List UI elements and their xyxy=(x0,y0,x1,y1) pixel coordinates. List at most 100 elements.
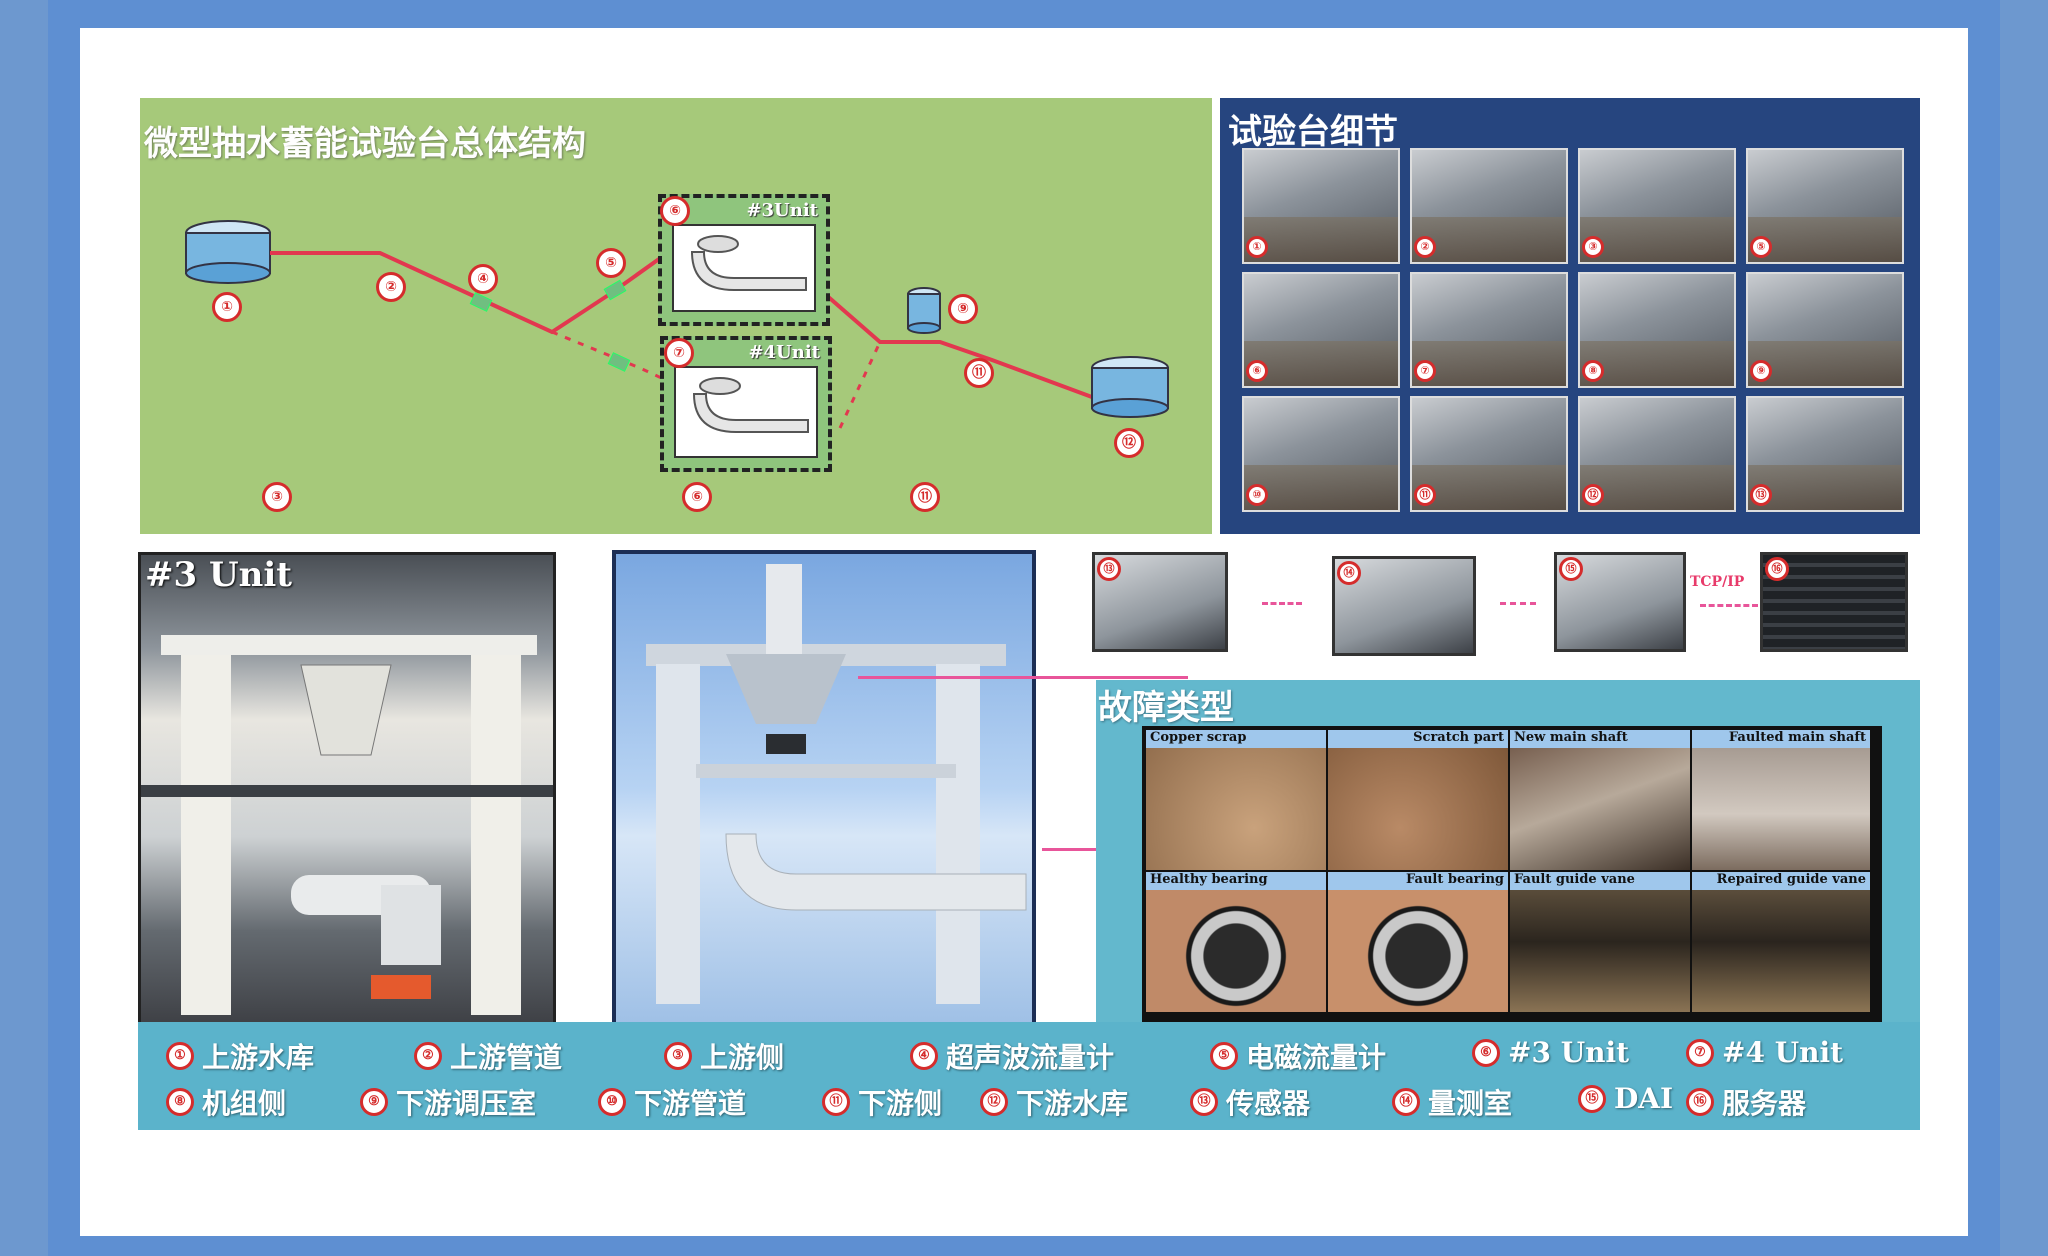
photo-badge: ⑥ xyxy=(1246,360,1268,382)
legend-label: 下游侧 xyxy=(858,1087,943,1120)
photo-badge: ⑫ xyxy=(1582,484,1604,506)
chain-badge: ⑯ xyxy=(1765,557,1789,581)
legend-badge: ⑮ xyxy=(1578,1084,1606,1113)
chain-arrow xyxy=(1700,604,1758,607)
fault-caption: Scratch part xyxy=(1328,730,1508,748)
detail-photo: ⑨ xyxy=(1746,272,1904,388)
fault-caption: Faulted main shaft xyxy=(1692,730,1870,748)
unit4-schematic xyxy=(674,366,818,458)
legend-label: DAI xyxy=(1614,1082,1674,1115)
detail-photo: ⑬ xyxy=(1746,396,1904,512)
legend-item: ④ 超声波流量计 xyxy=(910,1036,1114,1076)
badge-1: ① xyxy=(212,292,242,322)
unit3-photo: #3 Unit xyxy=(138,552,556,1028)
legend-label: 上游水库 xyxy=(202,1041,315,1074)
fault-cell-copper-scrap: Copper scrap xyxy=(1146,730,1326,870)
legend-badge: ⑨ xyxy=(360,1088,388,1116)
fault-cell-repaired-guide-vane: Repaired guide vane xyxy=(1692,872,1870,1012)
chain-arrow xyxy=(1500,602,1536,605)
unit4-outflow-line xyxy=(838,341,882,429)
tcp-ip-label: TCP/IP xyxy=(1690,574,1745,590)
legend-badge: ① xyxy=(166,1042,194,1070)
details-title: 试验台细节 xyxy=(1228,112,1398,152)
pipeline-diagram xyxy=(185,220,1169,429)
photo-badge: ② xyxy=(1414,236,1436,258)
detail-photo: ⑩ xyxy=(1242,396,1400,512)
legend-item: ⑫ 下游水库 xyxy=(980,1082,1128,1122)
overview-title: 微型抽水蓄能试验台总体结构 xyxy=(144,124,586,164)
detail-photo: ⑫ xyxy=(1578,396,1736,512)
legend-label: 上游侧 xyxy=(700,1041,785,1074)
badge-12: ⑫ xyxy=(1114,428,1144,458)
legend-label: 超声波流量计 xyxy=(946,1041,1115,1074)
detail-photo: ② xyxy=(1410,148,1568,264)
detail-photo: ⑤ xyxy=(1746,148,1904,264)
detail-photo: ⑦ xyxy=(1410,272,1568,388)
detail-photo: ① xyxy=(1242,148,1400,264)
detail-photo: ⑪ xyxy=(1410,396,1568,512)
legend-badge: ⑫ xyxy=(980,1088,1008,1116)
badge-2: ② xyxy=(376,272,406,302)
legend-label: 下游管道 xyxy=(634,1087,747,1120)
detail-photo: ⑥ xyxy=(1242,272,1400,388)
photo-badge: ⑤ xyxy=(1750,236,1772,258)
badge-11: ⑪ xyxy=(964,358,994,388)
lower-reservoir-icon xyxy=(1091,356,1169,418)
fault-cell-faulted-shaft: Faulted main shaft xyxy=(1692,730,1870,870)
chain-arrow xyxy=(1262,602,1302,605)
detail-photo: ③ xyxy=(1578,148,1736,264)
legend-item: ⑤ 电磁流量计 xyxy=(1210,1036,1386,1076)
fault-caption: Copper scrap xyxy=(1146,730,1326,748)
flowmeter-branch-icon xyxy=(607,352,631,372)
photo-badge: ⑧ xyxy=(1582,360,1604,382)
unit3-structure-drawing xyxy=(141,635,553,1015)
legend-label: 电磁流量计 xyxy=(1246,1041,1387,1074)
badge-5: ⑤ xyxy=(596,248,626,278)
legend-badge: ⑯ xyxy=(1686,1088,1714,1116)
legend-label: 下游调压室 xyxy=(396,1087,537,1120)
fault-caption: Fault bearing xyxy=(1328,872,1508,890)
legend-item: ⑮ DAI xyxy=(1578,1082,1673,1115)
legend-badge: ⑭ xyxy=(1392,1088,1420,1116)
surge-chamber-icon xyxy=(907,287,941,334)
legend-item: ③ 上游侧 xyxy=(664,1036,784,1076)
unit3-photo-title: #3 Unit xyxy=(145,555,292,595)
link-fault-to-render xyxy=(1042,848,1096,851)
badge-6: ⑥ xyxy=(660,196,690,226)
fault-caption: Repaired guide vane xyxy=(1692,872,1870,890)
fault-cell-fault-guide-vane: Fault guide vane xyxy=(1510,872,1690,1012)
fault-cell-fault-bearing: Fault bearing xyxy=(1328,872,1508,1012)
legend-label: 上游管道 xyxy=(450,1041,563,1074)
details-photo-grid: ① ② ③ ⑤ ⑥ ⑦ ⑧ ⑨ ⑩ ⑪ ⑫ ⑬ xyxy=(1242,148,1908,520)
legend-badge: ⑤ xyxy=(1210,1042,1238,1070)
sensor-photo: ⑬ xyxy=(1092,552,1228,652)
measurement-room-photo: ⑭ xyxy=(1332,556,1476,656)
legend-badge: ⑧ xyxy=(166,1088,194,1116)
legend-badge: ⑩ xyxy=(598,1088,626,1116)
fault-cell-healthy-bearing: Healthy bearing xyxy=(1146,872,1326,1012)
legend-badge: ⑪ xyxy=(822,1088,850,1116)
legend-label: 下游水库 xyxy=(1016,1087,1129,1120)
legend-badge: ③ xyxy=(664,1042,692,1070)
turbine-icon xyxy=(690,235,807,291)
legend-label: 传感器 xyxy=(1226,1087,1311,1120)
unit3-schematic xyxy=(672,224,816,312)
legend-label: #4 Unit xyxy=(1722,1036,1844,1069)
chain-badge: ⑬ xyxy=(1097,557,1121,581)
legend-badge: ⑦ xyxy=(1686,1038,1714,1067)
photo-badge: ⑨ xyxy=(1750,360,1772,382)
legend-item: ① 上游水库 xyxy=(166,1036,314,1076)
unit4-label: #4Unit xyxy=(748,342,820,363)
unit3-3d-model xyxy=(612,550,1036,1028)
chain-badge: ⑭ xyxy=(1337,561,1361,585)
badge-3-bottom: ③ xyxy=(262,482,292,512)
electromagnetic-flowmeter-icon xyxy=(603,279,627,301)
legend-badge: ④ xyxy=(910,1042,938,1070)
fault-caption: Healthy bearing xyxy=(1146,872,1326,890)
fault-photo-grid: Copper scrap Scratch part New main shaft… xyxy=(1142,726,1882,1024)
